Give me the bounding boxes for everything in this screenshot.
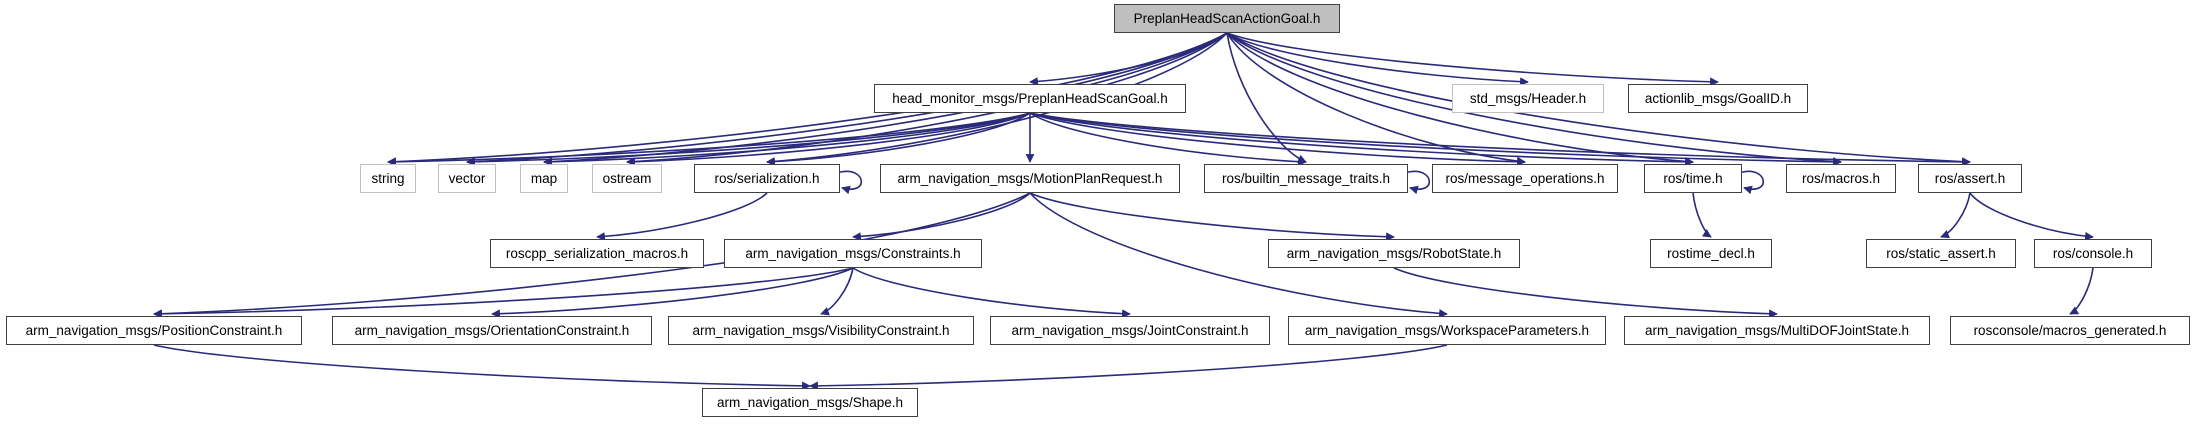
- graph-edge: [1029, 112, 1307, 167]
- graph-node-label: ros/message_operations.h: [1445, 170, 1605, 186]
- graph-node-label: ostream: [602, 170, 652, 186]
- graph-node-label: arm_navigation_msgs/Shape.h: [716, 394, 904, 410]
- graph-node-motionplan[interactable]: arm_navigation_msgs/MotionPlanRequest.h: [880, 164, 1180, 193]
- graph-node-map[interactable]: map: [520, 164, 568, 193]
- graph-edge: [543, 112, 1031, 167]
- graph-edge: [491, 267, 854, 319]
- graph-node-shape[interactable]: arm_navigation_msgs/Shape.h: [702, 388, 918, 417]
- graph-edge: [852, 192, 1031, 241]
- graph-edge: [1969, 192, 2094, 241]
- graph-edge: [1029, 112, 1526, 167]
- graph-node-label: rostime_decl.h: [1667, 245, 1755, 261]
- graph-edge: [1393, 267, 1778, 319]
- graph-node-serialization[interactable]: ros/serialization.h: [694, 164, 840, 193]
- graph-node-label: arm_navigation_msgs/MultiDOFJointState.h: [1644, 322, 1910, 338]
- graph-node-console[interactable]: ros/console.h: [2034, 239, 2152, 268]
- graph-node-label: arm_navigation_msgs/Constraints.h: [745, 245, 961, 261]
- graph-node-label: PreplanHeadScanActionGoal.h: [1133, 10, 1321, 26]
- graph-edge: [466, 112, 1031, 167]
- graph-edge: [809, 344, 1448, 391]
- graph-edge: [1029, 112, 1971, 167]
- graph-edge: [1226, 32, 1694, 166]
- graph-node-label: ros/static_assert.h: [1886, 245, 1996, 261]
- graph-edge: [1029, 192, 1395, 242]
- graph-edge: [1940, 192, 1971, 239]
- graph-node-label: ros/assert.h: [1934, 170, 2006, 186]
- graph-node-assert[interactable]: ros/assert.h: [1918, 164, 2022, 193]
- graph-edge: [1226, 32, 1719, 87]
- graph-node-string[interactable]: string: [360, 164, 416, 193]
- graph-edge: [852, 267, 1131, 319]
- graph-edge: [1741, 170, 1765, 195]
- graph-edge: [1692, 192, 1712, 238]
- graph-node-rosconsolemg[interactable]: rosconsole/macros_generated.h: [1950, 316, 2190, 345]
- graph-edge: [153, 267, 854, 319]
- graph-edge: [387, 32, 1228, 167]
- graph-edge: [1226, 32, 1307, 163]
- graph-node-label: ros/macros.h: [1801, 170, 1881, 186]
- graph-node-workspace[interactable]: arm_navigation_msgs/WorkspaceParameters.…: [1288, 316, 1606, 345]
- graph-node-label: arm_navigation_msgs/RobotState.h: [1286, 245, 1502, 261]
- graph-node-label: head_monitor_msgs/PreplanHeadScanGoal.h: [892, 90, 1168, 106]
- graph-edge: [766, 112, 1031, 167]
- graph-node-builtin[interactable]: ros/builtin_message_traits.h: [1204, 164, 1408, 193]
- graph-node-constraints[interactable]: arm_navigation_msgs/Constraints.h: [724, 239, 982, 268]
- graph-edge: [839, 170, 863, 195]
- graph-node-label: arm_navigation_msgs/PositionConstraint.h: [25, 322, 283, 338]
- graph-node-label: ros/serialization.h: [714, 170, 820, 186]
- graph-edge: [153, 344, 811, 391]
- graph-edge: [596, 192, 768, 241]
- graph-node-label: string: [371, 170, 405, 186]
- graph-edge: [1226, 32, 1529, 87]
- graph-node-label: arm_navigation_msgs/OrientationConstrain…: [354, 322, 630, 338]
- graph-node-time[interactable]: ros/time.h: [1644, 164, 1742, 193]
- graph-node-orientation[interactable]: arm_navigation_msgs/OrientationConstrain…: [332, 316, 652, 345]
- graph-node-label: vector: [448, 170, 486, 186]
- graph-node-label: ros/console.h: [2052, 245, 2134, 261]
- graph-node-multidof[interactable]: arm_navigation_msgs/MultiDOFJointState.h: [1624, 316, 1930, 345]
- graph-node-rostimedecl[interactable]: rostime_decl.h: [1650, 239, 1772, 268]
- graph-edge: [1029, 192, 1448, 318]
- graph-node-label: ros/time.h: [1663, 170, 1723, 186]
- graph-edge: [153, 192, 1031, 319]
- graph-node-label: arm_navigation_msgs/MotionPlanRequest.h: [897, 170, 1163, 186]
- graph-node-ostream[interactable]: ostream: [592, 164, 662, 193]
- graph-node-visibility[interactable]: arm_navigation_msgs/VisibilityConstraint…: [668, 316, 974, 345]
- graph-edge: [1407, 170, 1431, 195]
- graph-node-staticassert[interactable]: ros/static_assert.h: [1866, 239, 2016, 268]
- graph-edge: [1029, 112, 1694, 167]
- graph-node-vector[interactable]: vector: [438, 164, 496, 193]
- graph-edge: [1226, 32, 1842, 166]
- graph-node-position[interactable]: arm_navigation_msgs/PositionConstraint.h: [6, 316, 302, 345]
- graph-node-goalid[interactable]: actionlib_msgs/GoalID.h: [1628, 84, 1808, 113]
- graph-node-label: ros/builtin_message_traits.h: [1221, 170, 1391, 186]
- graph-edge: [820, 267, 854, 316]
- graph-node-label: roscpp_serialization_macros.h: [505, 245, 689, 261]
- graph-node-roscppmacros[interactable]: roscpp_serialization_macros.h: [490, 239, 704, 268]
- graph-node-label: arm_navigation_msgs/VisibilityConstraint…: [692, 322, 950, 338]
- graph-node-jointc[interactable]: arm_navigation_msgs/JointConstraint.h: [990, 316, 1270, 345]
- graph-edge: [626, 112, 1031, 167]
- graph-edge: [1226, 32, 1971, 167]
- graph-node-label: map: [530, 170, 558, 186]
- graph-node-label: arm_navigation_msgs/WorkspaceParameters.…: [1304, 322, 1590, 338]
- graph-node-root[interactable]: PreplanHeadScanActionGoal.h: [1114, 4, 1340, 33]
- graph-edge: [387, 112, 1031, 167]
- graph-edge: [626, 32, 1228, 166]
- graph-node-preplangoal[interactable]: head_monitor_msgs/PreplanHeadScanGoal.h: [874, 84, 1186, 113]
- graph-node-label: rosconsole/macros_generated.h: [1973, 322, 2167, 338]
- graph-node-label: arm_navigation_msgs/JointConstraint.h: [1011, 322, 1249, 338]
- graph-edge: [2069, 267, 2094, 315]
- graph-node-msgops[interactable]: ros/message_operations.h: [1432, 164, 1618, 193]
- graph-node-macros[interactable]: ros/macros.h: [1786, 164, 1896, 193]
- graph-node-label: actionlib_msgs/GoalID.h: [1644, 90, 1792, 106]
- graph-edge: [466, 32, 1228, 167]
- graph-edge: [1029, 112, 1842, 167]
- graph-node-label: std_msgs/Header.h: [1469, 90, 1587, 106]
- graph-node-header[interactable]: std_msgs/Header.h: [1452, 84, 1604, 113]
- graph-node-robotstate[interactable]: arm_navigation_msgs/RobotState.h: [1268, 239, 1520, 268]
